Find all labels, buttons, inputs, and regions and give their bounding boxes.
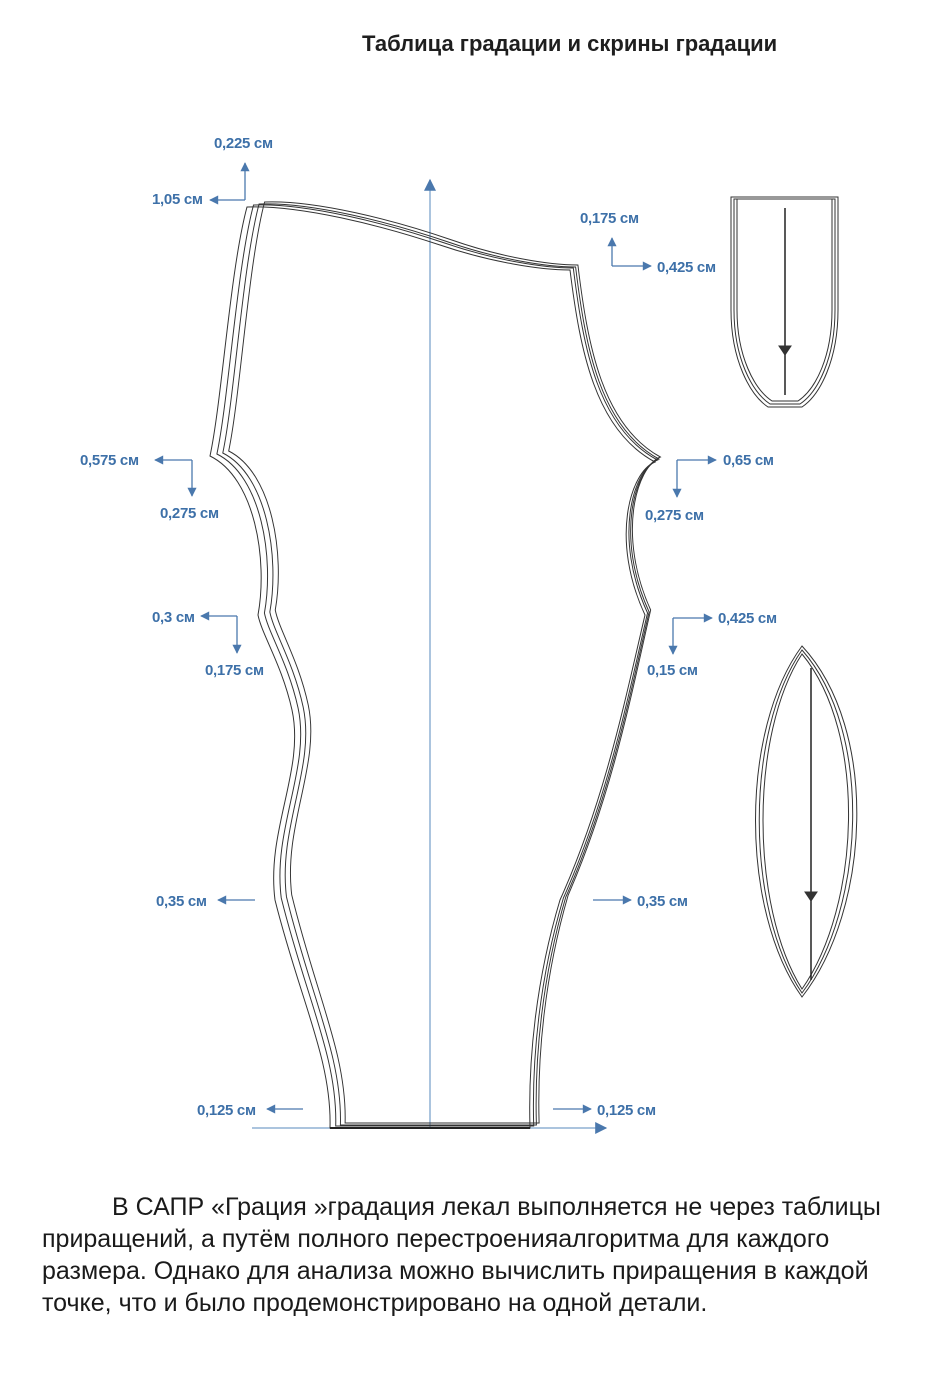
label-knee-left-left: 0,3 см <box>152 609 195 626</box>
page-title: Таблица градации и скрины градации <box>362 31 778 56</box>
pattern-piece-lens <box>755 645 858 998</box>
label-hip-left-left: 0,575 см <box>80 452 139 469</box>
pattern-piece-front <box>209 201 661 1129</box>
label-hem-right: 0,125 см <box>597 1102 656 1119</box>
label-top-right-up: 0,175 см <box>580 210 639 227</box>
body-paragraph: В САПР «Грация »градация лекал выполняет… <box>42 1193 881 1317</box>
label-calf-left: 0,35 см <box>156 893 207 910</box>
label-knee-right-down: 0,15 см <box>647 662 698 679</box>
annotation-arrows <box>154 162 717 1114</box>
label-calf-right: 0,35 см <box>637 893 688 910</box>
label-top-left-up: 0,225 см <box>214 135 273 152</box>
label-knee-right-right: 0,425 см <box>718 610 777 627</box>
label-top-right-right: 0,425 см <box>657 259 716 276</box>
pattern-piece-pocket <box>730 196 839 408</box>
label-top-left-left: 1,05 см <box>152 191 203 208</box>
label-hip-right-right: 0,65 см <box>723 452 774 469</box>
label-hip-right-down: 0,275 см <box>645 507 704 524</box>
label-knee-left-down: 0,175 см <box>205 662 264 679</box>
label-hip-left-down: 0,275 см <box>160 505 219 522</box>
label-hem-left: 0,125 см <box>197 1102 256 1119</box>
